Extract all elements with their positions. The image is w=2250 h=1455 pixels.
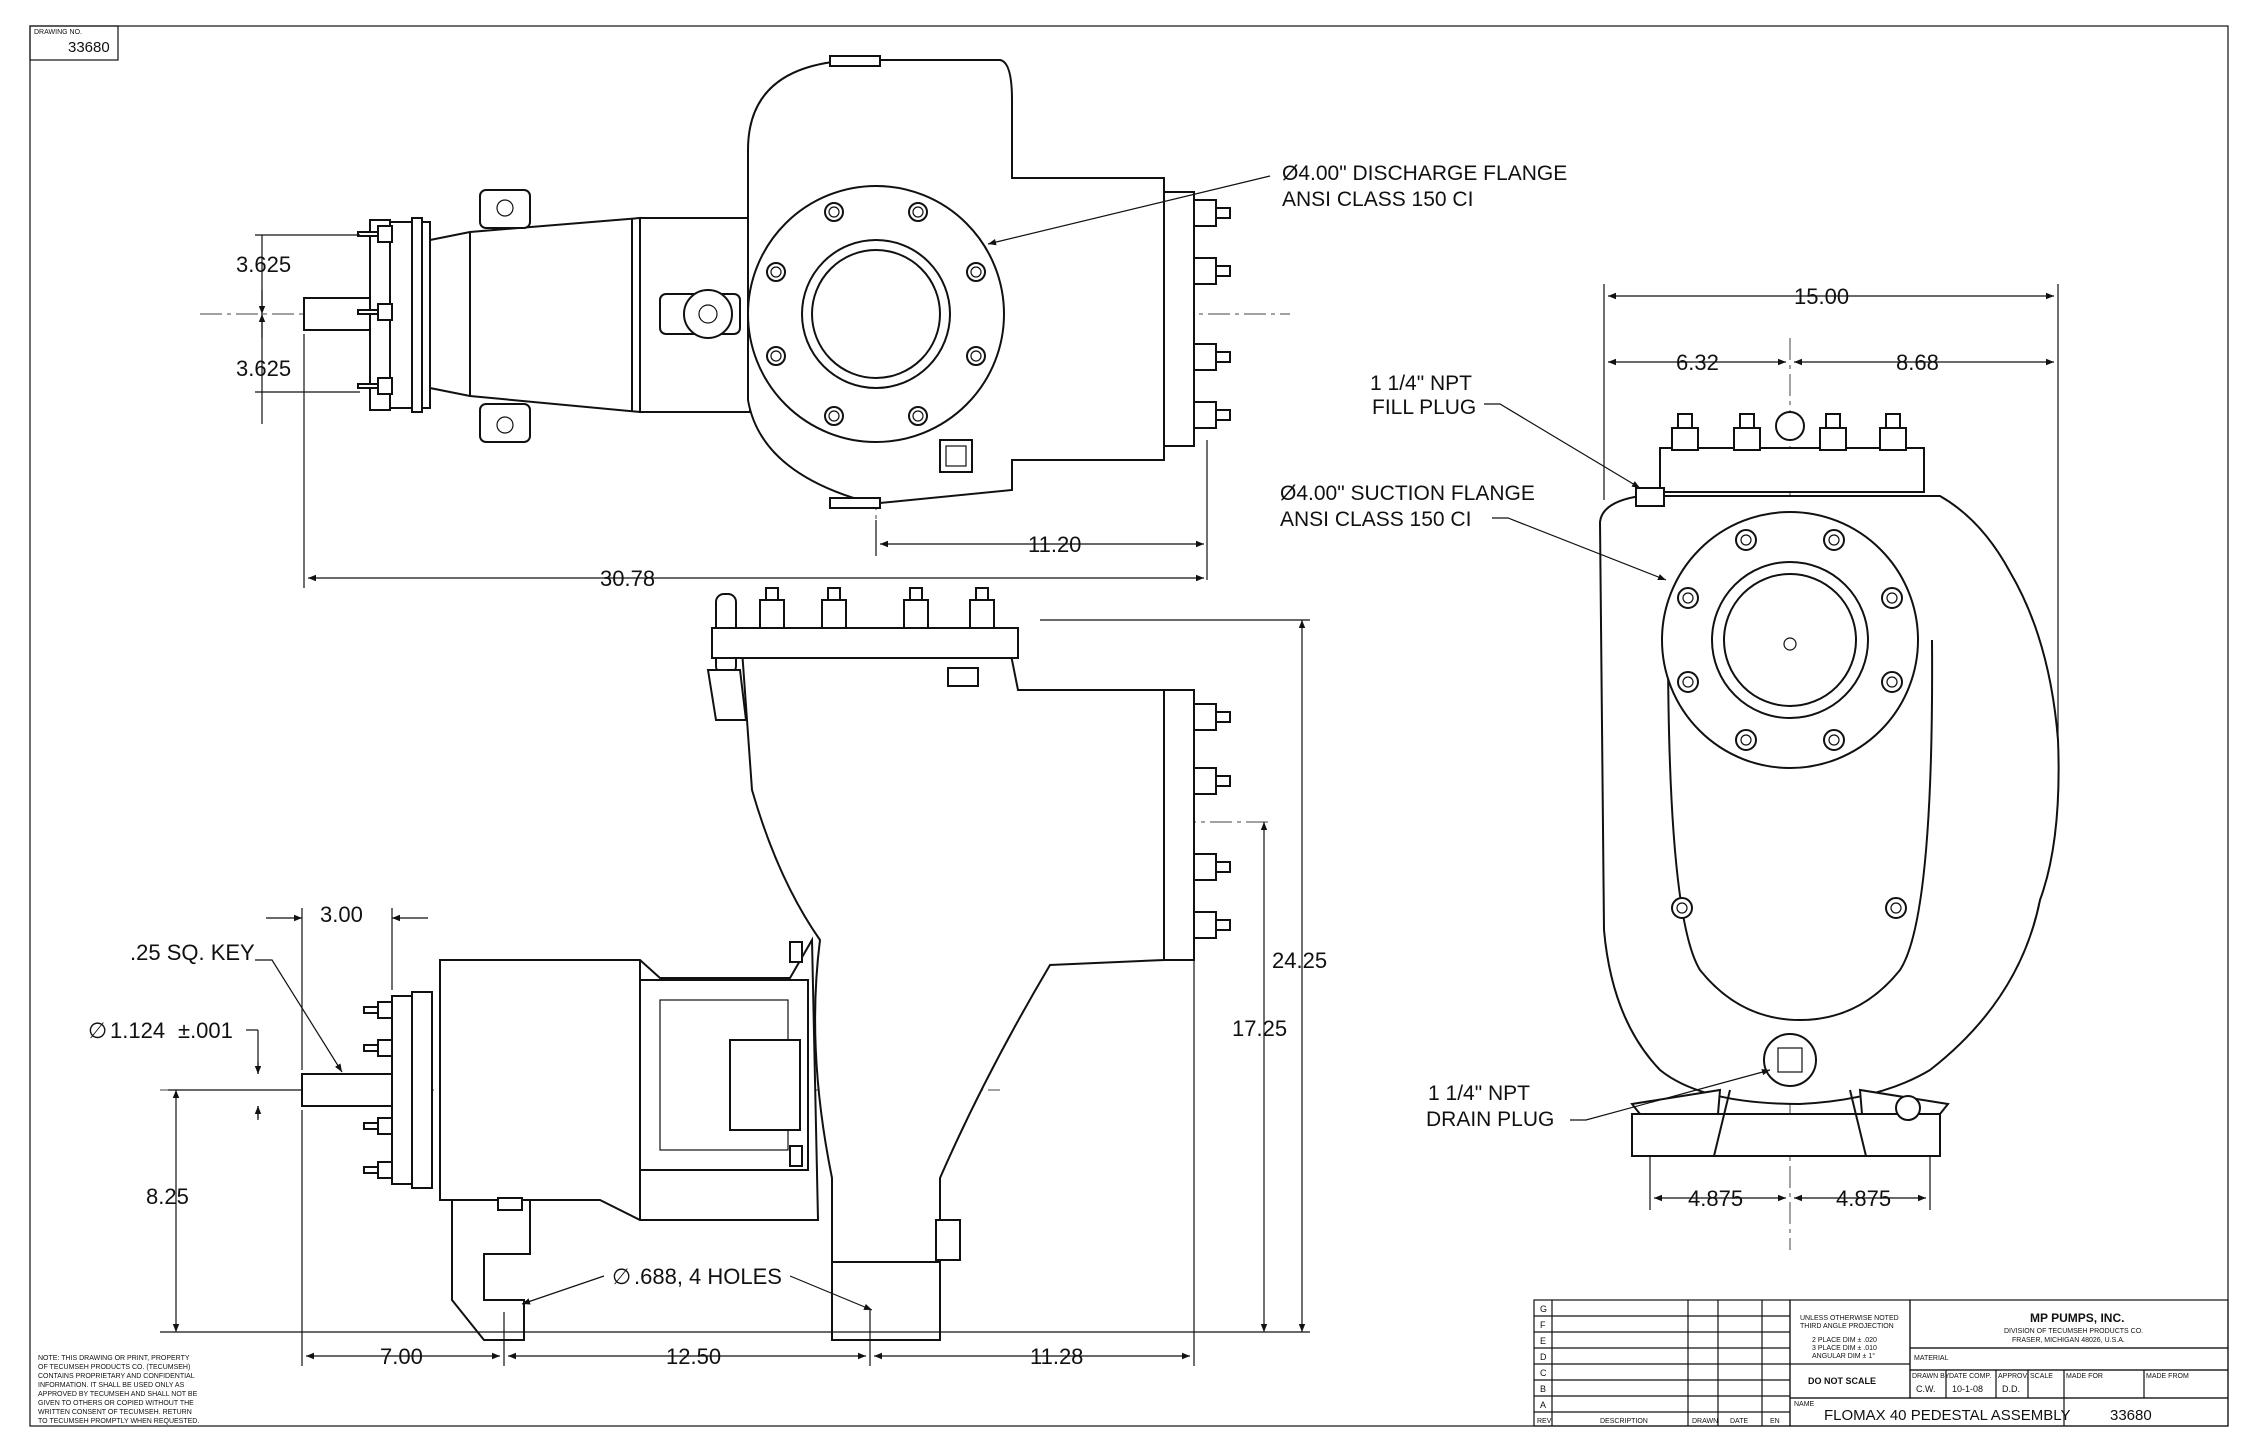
flange-bolts-side-left: [363, 1001, 393, 1179]
name-label: NAME: [1794, 1401, 1815, 1408]
dim-2425: 24.25: [1272, 948, 1327, 973]
dim-868: 8.68: [1896, 350, 1939, 375]
rev-letter-g: G: [1540, 1304, 1547, 1314]
company-division: DIVISION OF TECUMSEH PRODUCTS CO.: [2004, 1328, 2143, 1335]
rev-header-description: DESCRIPTION: [1600, 1418, 1648, 1425]
note-line-1: NOTE: THIS DRAWING OR PRINT, PROPERTY: [38, 1355, 190, 1362]
tol-line-5: ANGULAR DIM ± 1°: [1812, 1352, 1875, 1360]
shaft-dia-tolerance: ±.001: [178, 1018, 233, 1043]
dim-1725: 17.25: [1232, 1016, 1287, 1041]
dim-1120: 11.20: [1028, 532, 1081, 557]
rev-letter-a: A: [1540, 1400, 1546, 1410]
suction-flange-bolts: [1671, 529, 1907, 919]
date-comp-label: DATE COMP.: [1949, 1373, 1991, 1380]
discharge-flange-bolts: [766, 202, 986, 426]
discharge-flange-callout-line2: ANSI CLASS 150 CI: [1282, 188, 1473, 211]
holes-symbol: ∅: [612, 1264, 631, 1289]
approv-value: D.D.: [2002, 1384, 2020, 1394]
scale-label: SCALE: [2030, 1373, 2053, 1380]
dim-4875-left: 4.875: [1688, 1186, 1743, 1211]
top-view: 3.625 3.625 11.20 30.78 Ø4.00" DISCHARGE…: [200, 55, 1567, 591]
drawing-name: FLOMAX 40 PEDESTAL ASSEMBLY: [1824, 1407, 2070, 1424]
flange-bolts-top-left: [357, 225, 393, 395]
corner-drawing-number: DRAWING NO. 33680: [29, 25, 119, 61]
tol-line-4: 3 PLACE DIM ± .010: [1812, 1345, 1877, 1352]
rev-letter-f: F: [1540, 1320, 1546, 1330]
drain-plug-line1: 1 1/4" NPT: [1428, 1082, 1530, 1105]
title-block: G F E D C B A REV DESCRIPTION DRAWN DATE…: [1533, 1299, 2229, 1427]
tol-line-1: UNLESS OTHERWISE NOTED: [1800, 1315, 1899, 1322]
note-line-6: GIVEN TO OTHERS OR COPIED WITHOUT THE: [38, 1400, 194, 1407]
end-view: 15.00 6.32 8.68 4.875 4.875 1 1/4" NPT F…: [1280, 284, 2060, 1250]
shaft-dia-value: 1.124: [110, 1018, 165, 1043]
dim-300: 3.00: [320, 902, 363, 927]
made-from-label: MADE FROM: [2146, 1373, 2189, 1380]
side-view: 3.00 .25 SQ. KEY ∅ 1.124 ±.001 8.25 17.2…: [88, 587, 1327, 1369]
drawn-by-value: C.W.: [1916, 1384, 1936, 1394]
dim-3078: 30.78: [600, 566, 655, 591]
material-label: MATERIAL: [1914, 1355, 1949, 1362]
rev-letter-d: D: [1540, 1352, 1547, 1362]
holes-callout: .688, 4 HOLES: [634, 1264, 782, 1289]
dim-1128: 11.28: [1030, 1344, 1083, 1369]
note-line-2: OF TECUMSEH PRODUCTS CO. (TECUMSEH): [38, 1364, 190, 1371]
tol-line-2: THIRD ANGLE PROJECTION: [1800, 1323, 1894, 1330]
company-address: FRASER, MICHIGAN 48026, U.S.A.: [2012, 1337, 2125, 1344]
rev-header-drawn: DRAWN: [1692, 1418, 1718, 1425]
suction-flange-line2: ANSI CLASS 150 CI: [1280, 508, 1471, 531]
date-comp-value: 10-1-08: [1952, 1384, 1983, 1394]
rev-header-en: EN: [1770, 1418, 1780, 1425]
suction-flange-line1: Ø4.00" SUCTION FLANGE: [1280, 482, 1535, 505]
key-label: .25 SQ. KEY: [130, 940, 255, 965]
note-line-3: CONTAINS PROPRIETARY AND CONFIDENTIAL: [38, 1373, 195, 1380]
dim-3625-lower: 3.625: [236, 356, 291, 381]
note-line-7: WRITTEN CONSENT OF TECUMSEH. RETURN: [38, 1409, 192, 1416]
dim-4875-right: 4.875: [1836, 1186, 1891, 1211]
revision-rows: G F E D C B A REV DESCRIPTION DRAWN DATE…: [1534, 1304, 1790, 1425]
drawing-number: 33680: [2110, 1407, 2152, 1424]
drain-plug-line2: DRAIN PLUG: [1426, 1108, 1554, 1131]
tol-line-3: 2 PLACE DIM ± .020: [1812, 1337, 1877, 1344]
rev-letter-e: E: [1540, 1336, 1546, 1346]
dim-1500: 15.00: [1794, 284, 1849, 309]
dim-700: 7.00: [380, 1344, 423, 1369]
rev-header-rev: REV: [1537, 1418, 1552, 1425]
corner-number: 33680: [68, 39, 110, 56]
discharge-flange-callout-line1: Ø4.00" DISCHARGE FLANGE: [1282, 162, 1567, 185]
cover-bolts-side-right: [1193, 703, 1231, 939]
company-name: MP PUMPS, INC.: [2030, 1311, 2124, 1325]
fill-plug-line2: FILL PLUG: [1372, 396, 1476, 419]
rev-header-date: DATE: [1730, 1418, 1748, 1425]
do-not-scale: DO NOT SCALE: [1808, 1376, 1876, 1386]
rev-letter-b: B: [1540, 1384, 1546, 1394]
dim-632: 6.32: [1676, 350, 1719, 375]
note-line-5: APPROVED BY TECUMSEH AND SHALL NOT BE: [38, 1391, 198, 1398]
dim-3625-upper: 3.625: [236, 252, 291, 277]
note-line-4: INFORMATION. IT SHALL BE USED ONLY AS: [38, 1382, 185, 1389]
drawing-border: [29, 25, 2229, 1427]
shaft-dia-symbol: ∅: [88, 1018, 107, 1043]
made-for-label: MADE FOR: [2066, 1373, 2103, 1380]
fill-plug-line1: 1 1/4" NPT: [1370, 372, 1472, 395]
rev-letter-c: C: [1540, 1368, 1547, 1378]
cover-bolts-top-right: [1193, 199, 1231, 429]
note-line-8: TO TECUMSEH PROMPTLY WHEN REQUESTED.: [38, 1418, 199, 1425]
corner-label: DRAWING NO.: [34, 29, 82, 36]
dim-1250: 12.50: [666, 1344, 721, 1369]
cover-bolts-side: [759, 587, 995, 629]
drawn-by-label: DRAWN BY: [1912, 1373, 1950, 1380]
proprietary-note: NOTE: THIS DRAWING OR PRINT, PROPERTY OF…: [38, 1355, 199, 1425]
approv-label: APPROV.: [1998, 1373, 2029, 1380]
dim-825: 8.25: [146, 1184, 189, 1209]
cover-bolts-end: [1671, 413, 1907, 451]
